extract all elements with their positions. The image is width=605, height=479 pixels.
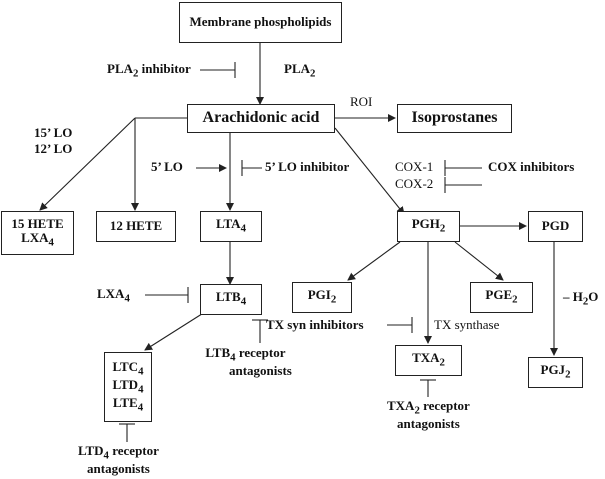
- arrow-pgh2-to-pgi2: [347, 241, 401, 281]
- node-pgj2: PGJ2: [528, 357, 583, 388]
- node-arachidonic-acid: Arachidonic acid: [187, 104, 335, 133]
- arrow-to-15hete: [39, 117, 136, 211]
- node-pgh2-label: PGH2: [411, 216, 446, 236]
- node-ltb4: LTB4: [200, 284, 262, 315]
- node-pgi2: PGI2: [292, 282, 352, 313]
- node-lta4-label: LTA4: [216, 216, 246, 236]
- arrow-arachidonic-to-pgh2: [334, 127, 405, 215]
- node-15hete-label: 15 HETE: [11, 215, 64, 231]
- label-15lo: 15’ LO: [34, 125, 73, 140]
- node-pgd-label: PGD: [541, 218, 570, 234]
- node-isoprostanes: Isoprostanes: [397, 104, 512, 133]
- label-roi: ROI: [350, 94, 373, 109]
- label-cox1: COX-1: [395, 159, 434, 174]
- label-12lo: 12’ LO: [34, 141, 73, 156]
- label-5lo: 5’ LO: [151, 159, 183, 174]
- arrow-ltb4-to-ltc4: [144, 311, 206, 351]
- node-pge2: PGE2: [470, 282, 533, 313]
- node-ltc4-ltd4-lte4: LTC4 LTD4 LTE4: [104, 352, 152, 422]
- node-lta4: LTA4: [200, 211, 262, 242]
- node-ltc4-label: LTC4: [112, 358, 144, 378]
- label-pla2: PLA2: [284, 61, 316, 80]
- label-pla2-inhibitor: PLA2 inhibitor: [107, 61, 191, 80]
- arrow-pgh2-to-pge2: [454, 241, 504, 281]
- node-lte4-label: LTE4: [112, 395, 144, 414]
- label-tx-synthase: TX synthase: [434, 317, 500, 332]
- label-cox2: COX-2: [395, 176, 434, 191]
- node-pge2-label: PGE2: [485, 287, 518, 307]
- node-ltb4-label: LTB4: [215, 289, 247, 309]
- label-5lo-inhibitor: 5’ LO inhibitor: [265, 159, 350, 174]
- label-lxa4-inhibitor: LXA4: [97, 286, 130, 305]
- label-minus-h2o: – H2O: [563, 289, 599, 308]
- node-12hete: 12 HETE: [96, 211, 176, 242]
- node-isoprostanes-label: Isoprostanes: [411, 109, 498, 127]
- node-pgh2: PGH2: [397, 211, 460, 242]
- label-tx-syn-inhibitors: TX syn inhibitors: [266, 317, 364, 332]
- node-15hete-lxa4: 15 HETE LXA4: [1, 211, 74, 255]
- node-arachidonic-label: Arachidonic acid: [202, 109, 320, 127]
- node-pgi2-label: PGI2: [307, 287, 337, 307]
- node-lxa4-label: LXA4: [21, 230, 54, 250]
- node-membrane-label: Membrane phospholipids: [189, 14, 332, 30]
- node-membrane-phospholipids: Membrane phospholipids: [179, 2, 342, 43]
- node-pgd: PGD: [528, 211, 583, 242]
- label-cox-inhibitors: COX inhibitors: [488, 159, 575, 174]
- node-12hete-label: 12 HETE: [109, 218, 163, 234]
- node-txa2-label: TXA2: [412, 350, 445, 370]
- node-txa2: TXA2: [395, 345, 462, 376]
- node-pgj2-label: PGJ2: [540, 362, 571, 382]
- node-ltd4-label: LTD4: [112, 376, 144, 396]
